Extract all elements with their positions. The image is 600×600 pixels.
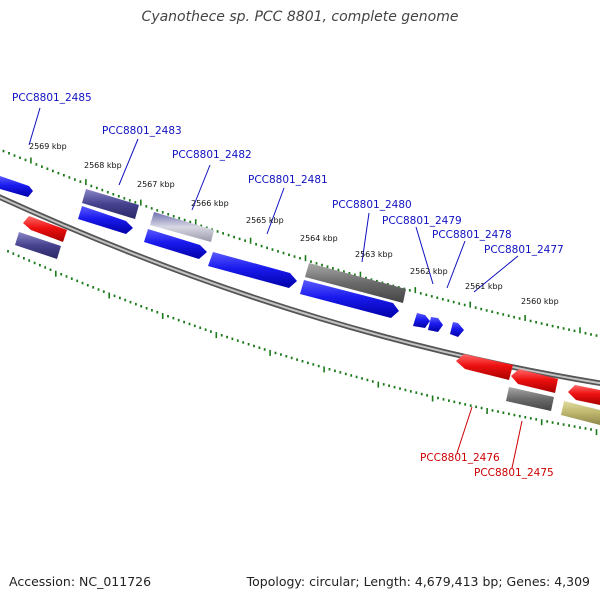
gene-feature[interactable] — [15, 232, 61, 259]
gene-label[interactable]: PCC8801_2475 — [474, 467, 554, 479]
gene-label[interactable]: PCC8801_2482 — [172, 149, 252, 161]
gene-label[interactable]: PCC8801_2478 — [432, 229, 512, 241]
label-leader-lines — [28, 107, 523, 469]
kbp-label: 2561 kbp — [465, 282, 503, 291]
kbp-label: 2562 kbp — [410, 267, 448, 276]
gene-label[interactable]: PCC8801_2476 — [420, 452, 500, 464]
kbp-label: 2563 kbp — [355, 250, 393, 259]
gene-label[interactable]: PCC8801_2481 — [248, 174, 328, 186]
gene-feature[interactable] — [23, 216, 67, 242]
kbp-label: 2567 kbp — [137, 180, 175, 189]
gene-feature[interactable] — [413, 313, 430, 328]
kbp-label: 2564 kbp — [300, 234, 338, 243]
gene-label[interactable]: PCC8801_2480 — [332, 199, 412, 211]
gene-feature[interactable] — [300, 280, 399, 318]
accession-text: Accession: NC_011726 — [9, 574, 152, 589]
kbp-label: 2560 kbp — [521, 297, 559, 306]
gene-feature[interactable] — [144, 229, 207, 259]
kbp-labels: 2569 kbp 2568 kbp 2567 kbp 2566 kbp 2565 kbp… — [29, 142, 559, 306]
gene-features — [0, 176, 600, 425]
kbp-label: 2568 kbp — [84, 161, 122, 170]
gene-label[interactable]: PCC8801_2479 — [382, 215, 462, 227]
gene-feature[interactable] — [506, 387, 554, 411]
genome-summary-text: Topology: circular; Length: 4,679,413 bp… — [246, 574, 590, 589]
gene-feature[interactable] — [150, 212, 214, 242]
gene-feature[interactable] — [456, 354, 513, 380]
gene-feature[interactable] — [208, 252, 297, 288]
scale-tracks — [2, 149, 598, 436]
gene-feature[interactable] — [561, 401, 600, 425]
kbp-label: 2566 kbp — [191, 199, 229, 208]
gene-feature[interactable] — [78, 206, 133, 234]
gene-feature[interactable] — [305, 263, 406, 303]
gene-feature[interactable] — [511, 369, 558, 393]
gene-feature[interactable] — [0, 176, 33, 197]
gene-feature[interactable] — [568, 385, 600, 405]
gene-label[interactable]: PCC8801_2483 — [102, 125, 182, 137]
kbp-label: 2569 kbp — [29, 142, 67, 151]
gene-label[interactable]: PCC8801_2485 — [12, 92, 92, 104]
gene-feature[interactable] — [428, 317, 443, 332]
gene-label[interactable]: PCC8801_2477 — [484, 244, 564, 256]
kbp-label: 2565 kbp — [246, 216, 284, 225]
genome-backbone — [0, 194, 600, 386]
gene-labels: PCC8801_2485PCC8801_2483PCC8801_2482PCC8… — [12, 92, 564, 479]
gene-feature[interactable] — [82, 189, 139, 219]
gene-feature[interactable] — [450, 322, 464, 337]
map-title: Cyanothece sp. PCC 8801, complete genome — [141, 9, 459, 25]
